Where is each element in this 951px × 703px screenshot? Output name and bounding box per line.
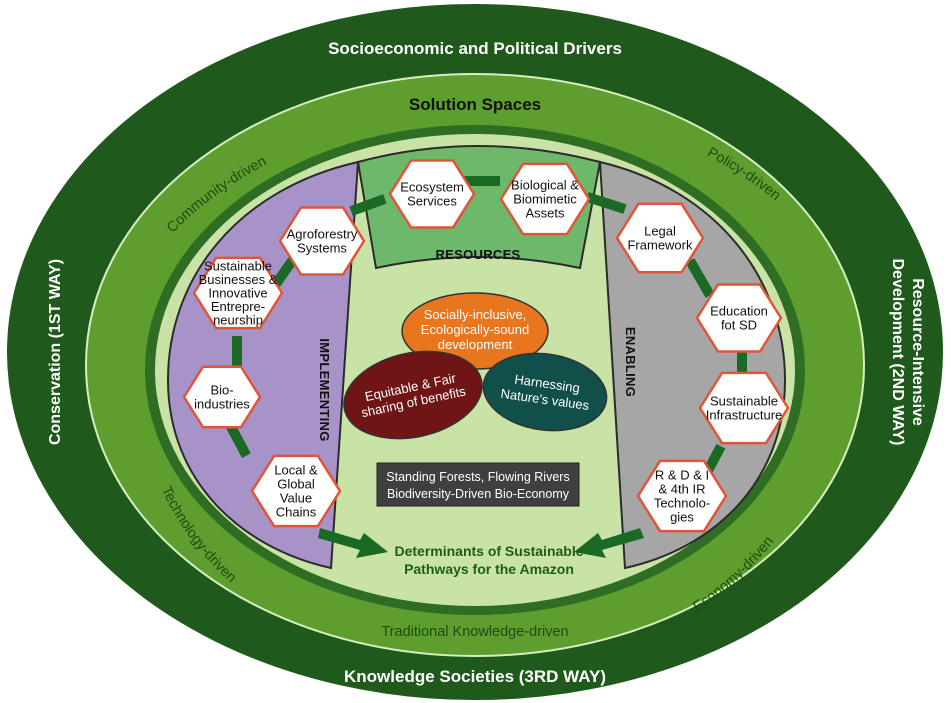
hexagon-label: R & D & I: [655, 468, 709, 483]
determinants-line1: Determinants of Sustainable: [394, 543, 583, 559]
hexagon-label: Technolo-: [654, 496, 710, 511]
hexagon-agroforestry: [278, 206, 366, 276]
hexagon-label: Global: [277, 477, 315, 492]
center-box: [376, 462, 580, 507]
hexagon-label: Value: [280, 491, 312, 506]
hexagon-label: Chains: [276, 505, 317, 520]
orange-oval-text: Socially-inclusive,Ecologically-sounddev…: [421, 307, 529, 352]
hexagon-sustainable-businesses: [192, 256, 284, 330]
hexagon-value-chains: [250, 454, 342, 528]
hexagon-label: gies: [670, 510, 694, 525]
hexagon-legal-framework: [615, 202, 705, 274]
solution-spaces-label: Solution Spaces: [409, 95, 541, 114]
outer-top-label: Socioeconomic and Political Drivers: [328, 39, 622, 58]
hexagon-label: industries: [194, 397, 250, 412]
hexagon-label: Local &: [274, 463, 318, 478]
hexagon-label: Entrepre-: [211, 299, 265, 314]
hexagon-label: Innovative: [208, 285, 267, 300]
hexagon-ecosystem-services: [388, 159, 476, 229]
hexagon-label: Agroforestry: [287, 227, 358, 242]
traditional-knowledge-label: Traditional Knowledge-driven: [381, 624, 568, 640]
hexagon-label: Services: [407, 194, 457, 209]
middle-ring-inner-border: [85, 73, 865, 657]
outer-left-label: Conservation (1ST WAY): [47, 259, 64, 445]
outer-right-label-line2: Development (2ND WAY): [889, 259, 906, 446]
maroon-oval: [343, 350, 483, 440]
hexagon-label: & 4th IR: [659, 482, 706, 497]
oval-label: development: [438, 337, 513, 352]
teal-oval: [482, 352, 608, 432]
resources-label: RESOURCES: [435, 247, 520, 262]
outer-bottom-label: Knowledge Societies (3RD WAY): [344, 667, 606, 686]
hexagon-label: Systems: [297, 241, 347, 256]
enabling-label: ENABLING: [623, 327, 638, 397]
hexagon-rdi: [636, 459, 728, 533]
hexagon-education: [695, 283, 783, 353]
oval-label: Socially-inclusive,: [424, 307, 527, 322]
hexagon-label: Framework: [627, 238, 693, 253]
hexagon-label: Education: [710, 304, 768, 319]
hexagon-label: neurship: [213, 312, 263, 327]
hexagon-label: Bio-: [210, 383, 233, 398]
hexagon-bioindustries: [182, 365, 262, 429]
implementing-label: IMPLEMENTING: [317, 338, 332, 441]
hexagon-label: Ecosystem: [400, 180, 464, 195]
determinants-line2: Pathways for the Amazon: [404, 561, 574, 577]
hexagon-label: fot SD: [721, 318, 757, 333]
hexagon-biological-assets: [499, 162, 591, 236]
hexagon-label: Infrastructure: [706, 408, 783, 423]
center-box-line2: Biodiversity-Driven Bio-Economy: [387, 487, 570, 501]
outer-right-label-line1: Resource-Intensive: [909, 278, 926, 426]
hexagon-label: Businesses &: [199, 272, 278, 287]
oval-label: Ecologically-sound: [421, 322, 529, 337]
hexagon-label: Sustainable: [204, 258, 272, 273]
hexagon-label: Sustainable: [710, 394, 778, 409]
hexagon-label: Legal: [644, 224, 676, 239]
hexagon-label: Biological &: [511, 178, 579, 193]
right-arrow: [574, 528, 644, 558]
hexagon-infrastructure: [698, 371, 790, 445]
center-box-line1: Standing Forests, Flowing Rivers: [386, 470, 569, 484]
left-arrow: [318, 528, 388, 558]
hexagon-label: Biomimetic: [513, 192, 577, 207]
hexagon-label: Assets: [525, 206, 565, 221]
